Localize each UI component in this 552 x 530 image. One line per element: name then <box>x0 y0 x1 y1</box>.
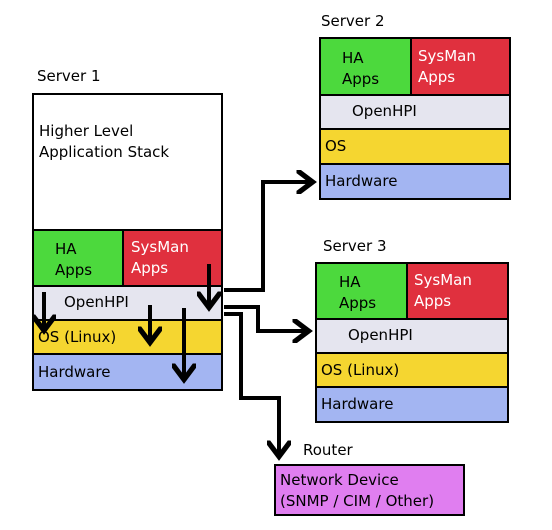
server3-stack: HA Apps SysMan Apps OpenHPI OS (Linux) H… <box>315 262 509 423</box>
server2-title: Server 2 <box>321 12 385 30</box>
server2-sysman-apps: SysMan Apps <box>410 37 511 96</box>
server1-title: Server 1 <box>37 67 101 85</box>
server3-sysman-apps-line1: SysMan <box>414 271 472 289</box>
server3-openhpi: OpenHPI <box>315 318 509 354</box>
server1-os: OS (Linux) <box>32 319 223 355</box>
server1-ha-apps-line1: HA <box>55 240 77 258</box>
server1-ha-apps-line2: Apps <box>55 261 93 279</box>
server1-sysman-apps-line1: SysMan <box>131 238 189 256</box>
server3-hardware: Hardware <box>315 386 509 423</box>
server2-openhpi: OpenHPI <box>319 94 511 130</box>
server1-openhpi: OpenHPI <box>32 285 223 321</box>
server2-sysman-apps-line2: Apps <box>418 68 456 86</box>
server1-hardware-label: Hardware <box>38 363 111 381</box>
network-device-line1: Network Device <box>280 471 399 489</box>
server3-title: Server 3 <box>323 237 387 255</box>
server3-ha-apps-line1: HA <box>339 273 361 291</box>
server1-openhpi-label: OpenHPI <box>64 293 129 311</box>
server2-sysman-apps-line1: SysMan <box>418 47 476 65</box>
arrow-to-network-device <box>224 312 279 455</box>
arrow-to-server3-openhpi <box>224 305 307 331</box>
network-device: Network Device (SNMP / CIM / Other) <box>274 464 465 516</box>
server3-sysman-apps-line2: Apps <box>414 292 452 310</box>
server3-os-label: OS (Linux) <box>321 361 400 379</box>
server1-sysman-apps-line2: Apps <box>131 259 169 277</box>
server1-app-stack-line1: Higher Level <box>39 122 134 140</box>
arrow-to-server2-hardware <box>224 182 311 292</box>
server2-ha-apps-line1: HA <box>342 49 364 67</box>
server3-sysman-apps: SysMan Apps <box>406 262 509 320</box>
server2-os: OS <box>319 128 511 165</box>
server1-app-stack-line2: Application Stack <box>39 143 170 161</box>
server3-hardware-label: Hardware <box>321 395 394 413</box>
server1-stack: Higher Level Application Stack HA Apps S… <box>32 93 223 391</box>
server2-hardware: Hardware <box>319 163 511 200</box>
server2-ha-apps-line2: Apps <box>342 70 380 88</box>
router-title: Router <box>303 441 353 459</box>
server2-os-label: OS <box>325 137 347 155</box>
network-device-line2: (SNMP / CIM / Other) <box>280 492 435 510</box>
server1-os-label: OS (Linux) <box>38 328 117 346</box>
server2-openhpi-label: OpenHPI <box>352 102 417 120</box>
server2-hardware-label: Hardware <box>325 172 398 190</box>
server3-ha-apps-line2: Apps <box>339 294 377 312</box>
server1-sysman-apps: SysMan Apps <box>122 229 223 287</box>
server2-ha-apps: HA Apps <box>319 37 412 96</box>
server3-openhpi-label: OpenHPI <box>348 326 413 344</box>
server2-stack: HA Apps SysMan Apps OpenHPI OS Hardware <box>319 37 511 200</box>
